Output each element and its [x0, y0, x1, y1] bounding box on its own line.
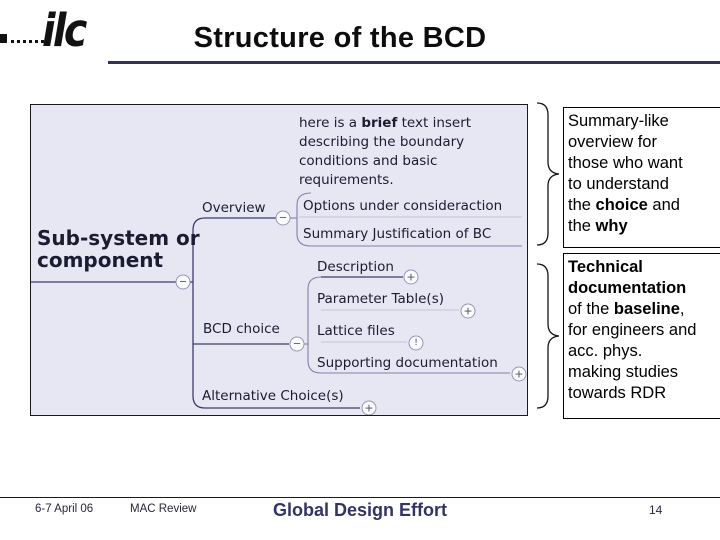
plus-icon: +	[403, 269, 419, 285]
branch-lines	[31, 217, 403, 409]
node-options: Options under consideraction	[303, 198, 503, 214]
node-description: Description	[317, 259, 394, 275]
plus-icon: +	[361, 400, 377, 415]
plus-icon: +	[460, 303, 476, 319]
footer-page-number: 14	[649, 503, 663, 517]
svg-text:−: −	[179, 277, 187, 288]
minus-icon: −	[275, 210, 291, 226]
mindmap-panel: − − − + + ! +	[30, 104, 528, 416]
faint-branch-lines	[299, 216, 522, 343]
plus-icon: +	[511, 366, 527, 382]
node-parameter-tables: Parameter Table(s)	[317, 291, 445, 307]
svg-text:+: +	[406, 271, 415, 284]
slide-title: Structure of the BCD	[193, 22, 487, 54]
node-alternative-choices: Alternative Choice(s)	[202, 388, 344, 404]
footer-event: MAC Review	[130, 503, 197, 515]
svg-text:−: −	[279, 213, 287, 224]
mindmap-links: − − − + + ! +	[31, 192, 527, 415]
node-overview: Overview	[202, 200, 266, 216]
exclamation-icon: !	[408, 335, 424, 351]
curly-brace-bottom	[536, 263, 560, 409]
svg-text:!: !	[414, 338, 418, 348]
svg-text:+: +	[463, 305, 472, 318]
node-bcd-choice: BCD choice	[203, 321, 280, 337]
footer-divider	[0, 497, 720, 498]
ilc-logo-dots	[11, 40, 50, 43]
node-supporting-documentation: Supporting documentation	[317, 355, 498, 371]
svg-text:−: −	[293, 339, 301, 350]
svg-text:+: +	[364, 402, 373, 415]
footer-org: Global Design Effort	[272, 500, 447, 520]
node-summary-justification: Summary Justification of BC	[303, 226, 492, 242]
minus-icon: −	[175, 274, 191, 290]
sub-branch-lines	[290, 192, 522, 374]
ilc-logo: ilc	[42, 4, 87, 57]
minus-icon: −	[289, 336, 305, 352]
node-text-insert: here is a brief text insert describing t…	[299, 115, 472, 188]
ilc-logo-dash	[0, 34, 7, 43]
node-lattice-files: Lattice files	[317, 323, 395, 339]
footer-date: 6-7 April 06	[35, 503, 94, 515]
svg-text:+: +	[514, 368, 523, 381]
title-underline	[108, 61, 720, 64]
node-root: Sub-system or component	[37, 226, 200, 272]
curly-brace-top	[536, 102, 560, 246]
